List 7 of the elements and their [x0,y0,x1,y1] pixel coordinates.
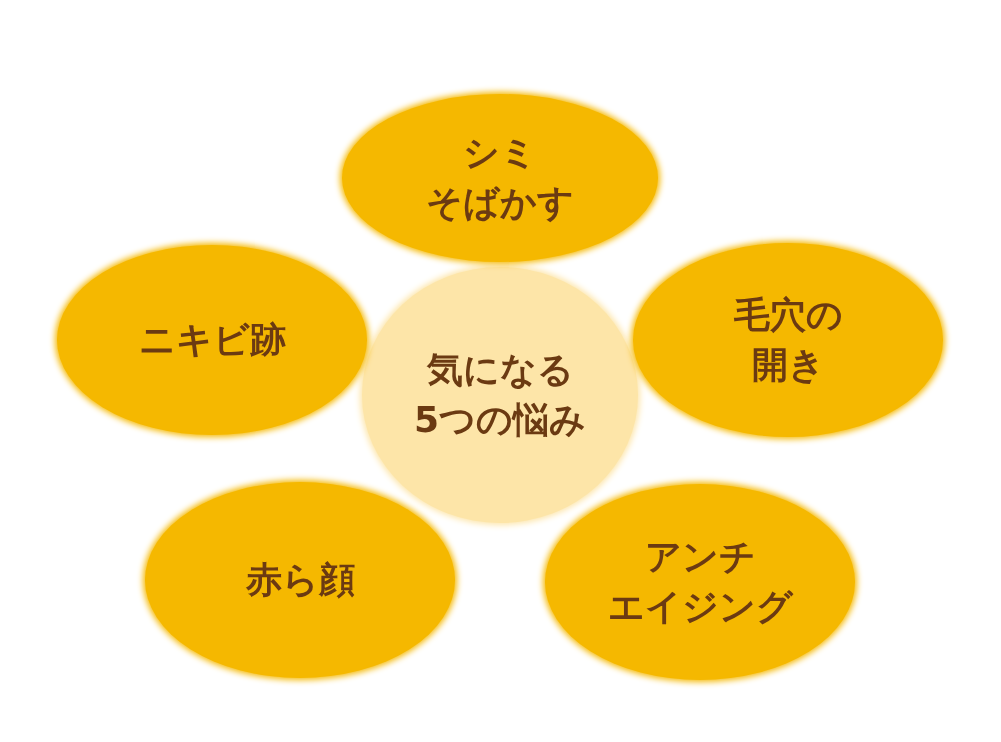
topic-label: シミそばかす [426,131,574,225]
topic-label: 毛穴の開き [733,293,843,387]
topic-label: ニキビ跡 [138,318,286,362]
center-title: 気になる5つの悩み [413,348,587,442]
center-circle [362,267,638,523]
topic-label: 赤ら顔 [245,558,355,602]
topic-label: アンチエイジング [607,535,793,629]
